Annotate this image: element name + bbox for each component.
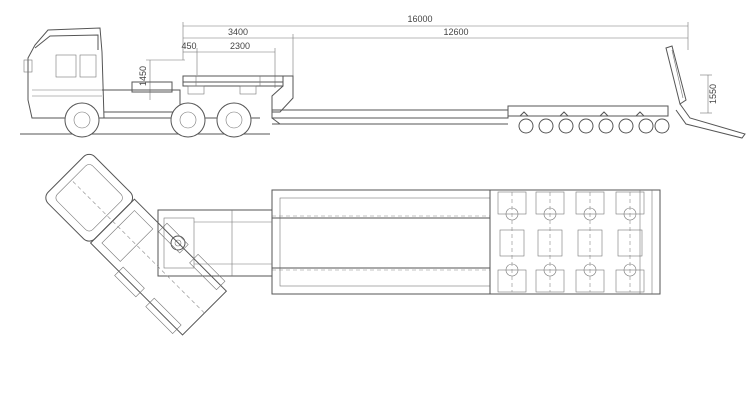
dimension-lines	[146, 22, 712, 114]
upper-deck-length-label: 2300	[230, 41, 250, 51]
top-view	[45, 153, 661, 336]
side-view: 16000 3400 12600 450 2300 1450 1550	[20, 14, 746, 139]
rear-ramps	[665, 45, 746, 139]
overall-length-label: 16000	[407, 14, 432, 24]
axle-groups	[497, 191, 645, 293]
gooseneck-side	[182, 75, 294, 113]
tractor-top	[45, 153, 228, 336]
trailer-wheels	[518, 118, 670, 134]
kingpin-offset-label: 450	[181, 41, 196, 51]
ramp-height-label: 1550	[708, 84, 718, 104]
gooseneck-length-label: 3400	[228, 27, 248, 37]
lowbed-deck-side	[271, 105, 669, 125]
deck-length-label: 12600	[443, 27, 468, 37]
tractor-wheels	[64, 102, 252, 138]
gooseneck-height-label: 1450	[138, 66, 148, 86]
gooseneck-top	[157, 209, 273, 277]
